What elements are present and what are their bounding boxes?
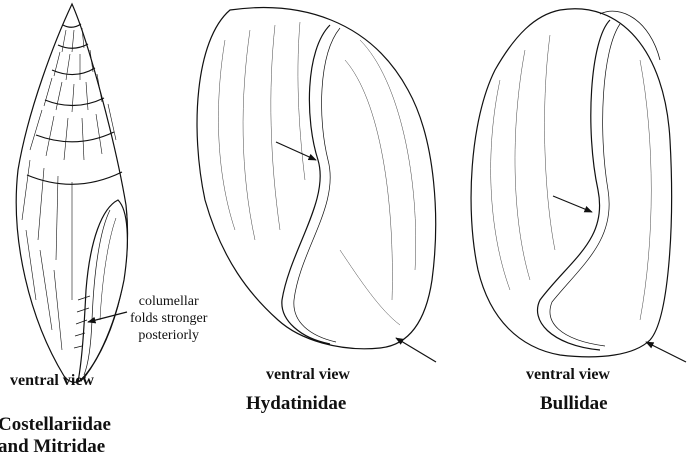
annotation-line: posteriorly [130, 327, 207, 344]
hydatinid-shell-drawing [197, 8, 436, 349]
annotation-line: columellar [130, 293, 207, 310]
family-label-line: Costellariidae [0, 414, 111, 436]
costellariid-shell-drawing [16, 4, 127, 382]
family-label-line: and Mitridae [0, 436, 111, 458]
view-label-costellariidae: ventral view [10, 372, 94, 390]
view-label-hydatinidae: ventral view [266, 366, 350, 384]
family-label-costellariidae: Costellariidae and Mitridae [0, 414, 111, 458]
family-label-bullidae: Bullidae [540, 393, 608, 415]
bullid-shell-drawing [471, 9, 672, 357]
columellar-folds-annotation: columellar folds stronger posteriorly [130, 293, 207, 344]
family-label-hydatinidae: Hydatinidae [246, 393, 346, 415]
view-label-bullidae: ventral view [526, 366, 610, 384]
annotation-line: folds stronger [130, 310, 207, 327]
